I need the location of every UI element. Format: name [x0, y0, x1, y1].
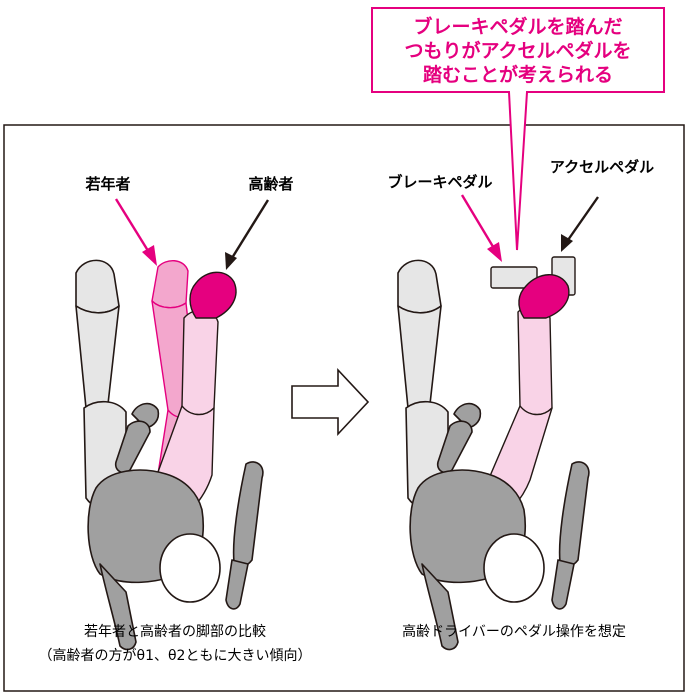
right-figure [397, 256, 590, 651]
transition-arrow [291, 367, 370, 437]
callout-line-2: つもりがアクセルペダルを [404, 39, 631, 62]
young-arrow [114, 198, 157, 266]
left-caption-line-2: （高齢者の方がθ1、θ2ともに大きい傾向） [39, 647, 312, 664]
brake-arrow [460, 194, 502, 262]
right-caption: 高齢ドライバーのペダル操作を想定 [402, 623, 626, 640]
right-head [483, 533, 545, 603]
right-elderly-leg [479, 274, 570, 523]
label-brake-pedal: ブレーキペダル [387, 173, 492, 191]
left-figure [75, 259, 264, 651]
label-young: 若年者 [84, 175, 130, 193]
accel-arrow [561, 196, 599, 252]
label-accel-pedal: アクセルペダル [550, 158, 654, 176]
elderly-arrow [225, 199, 270, 270]
callout-bubble: ブレーキペダルを踏んだ つもりがアクセルペダルを 踏むことが考えられる [371, 7, 665, 251]
callout-line-3: 踏むことが考えられる [423, 63, 613, 86]
callout-line-1: ブレーキペダルを踏んだ [413, 15, 622, 38]
left-caption-line-1: 若年者と高齢者の脚部の比較 [84, 623, 266, 640]
left-head [159, 533, 221, 603]
label-elderly: 高齢者 [248, 175, 293, 193]
